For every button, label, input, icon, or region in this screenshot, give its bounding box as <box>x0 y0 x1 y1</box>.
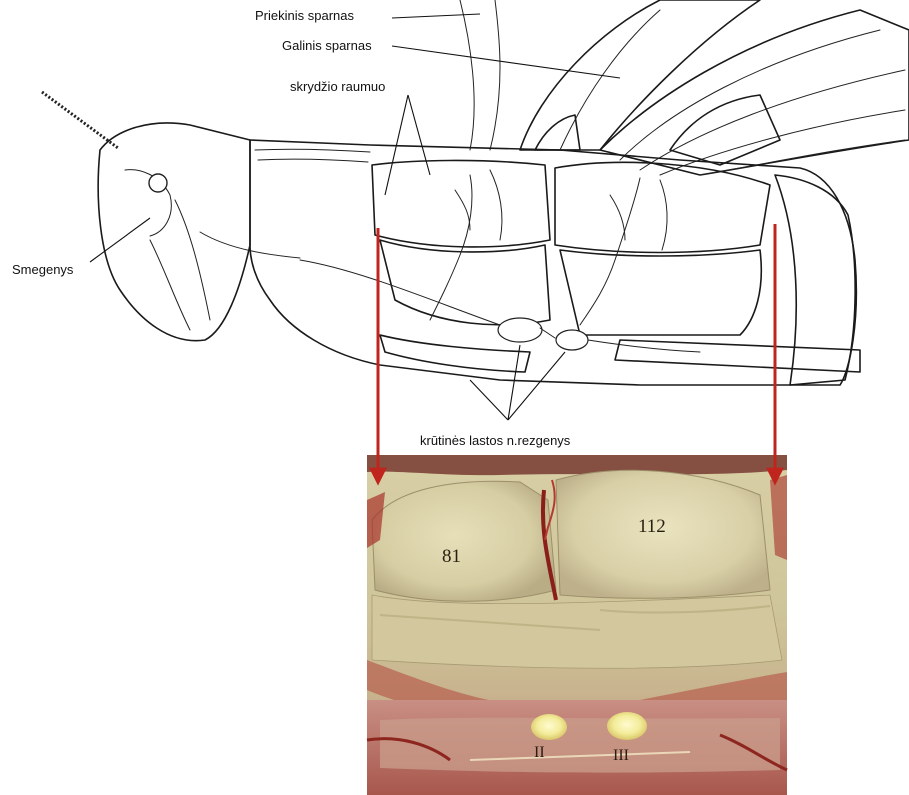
flight-muscle-front <box>372 160 550 247</box>
head-capsule <box>98 123 250 341</box>
flight-muscle-rear <box>555 162 770 252</box>
photo-label-81: 81 <box>442 546 461 567</box>
ganglion-drawing-2 <box>556 330 588 350</box>
labels: Priekinis sparnas Galinis sparnas skrydž… <box>12 8 571 448</box>
insect-body <box>42 92 860 385</box>
ganglion-II <box>531 714 567 740</box>
label-hindwing: Galinis sparnas <box>282 38 372 53</box>
thorax <box>250 140 856 385</box>
label-forewing: Priekinis sparnas <box>255 8 354 23</box>
photo-label-112: 112 <box>638 516 666 537</box>
eye <box>149 174 167 192</box>
ganglion-III <box>607 712 647 740</box>
muscle-81 <box>372 481 556 601</box>
label-brain: Smegenys <box>12 262 74 277</box>
label-flight-muscle: skrydžio raumuo <box>290 79 385 94</box>
photo-label-II: II <box>534 744 545 761</box>
dissection-photo: 81 112 II III <box>367 455 787 795</box>
ganglion-drawing-1 <box>498 318 542 342</box>
label-thoracic-plexus: krūtinės lastos n.rezgenys <box>420 433 571 448</box>
photo-label-III: III <box>613 747 629 764</box>
forewing <box>520 0 760 150</box>
antenna <box>42 92 118 148</box>
